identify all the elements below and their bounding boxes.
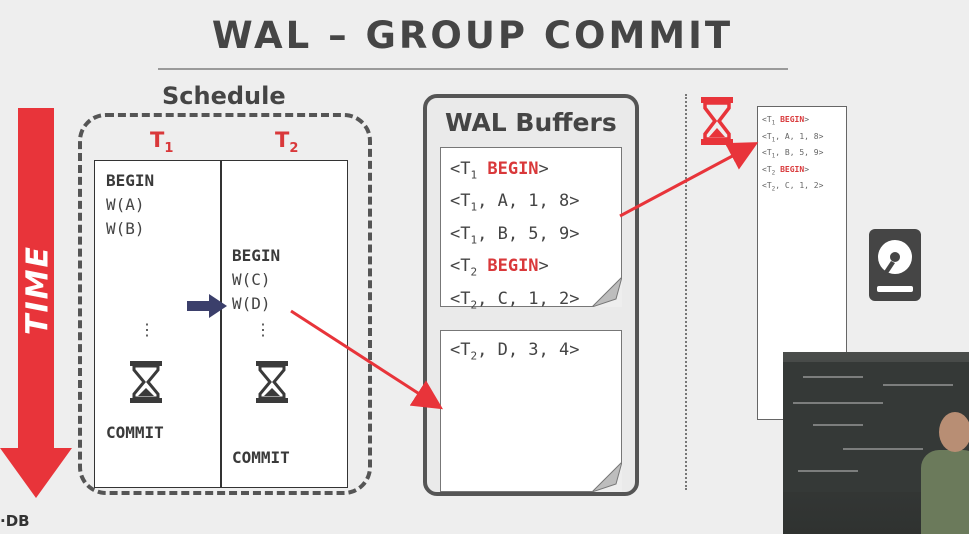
- page-curl-icon: [592, 462, 622, 492]
- footer-logo: ·DB: [0, 512, 30, 530]
- t2-op-begin: BEGIN: [232, 246, 281, 265]
- disk-log-record: <T1, A, 1, 8>: [762, 131, 824, 144]
- t2-op-write-c: W(C): [232, 270, 271, 289]
- slide-title: WAL – GROUP COMMIT: [211, 14, 734, 57]
- disk-log-record: <T1 BEGIN>: [762, 115, 810, 127]
- log-record: <T1 BEGIN>: [450, 159, 549, 182]
- page-curl-icon: [592, 277, 622, 307]
- t2-ellipsis: ⋮: [255, 320, 271, 339]
- schedule-grid: BEGIN W(A) W(B) ⋮ COMMIT BEGIN W(C) W(D)…: [94, 160, 348, 488]
- hourglass-icon: [701, 97, 733, 145]
- t2-op-commit: COMMIT: [232, 448, 290, 467]
- video-overlay[interactable]: [783, 352, 969, 534]
- separator-line: [685, 94, 687, 490]
- txn-header-t1: T1: [150, 128, 174, 157]
- wal-buffer-page-1: <T1 BEGIN> <T1, A, 1, 8> <T1, B, 5, 9> <…: [440, 147, 622, 311]
- disk-log-record: <T2, C, 1, 2>: [762, 181, 824, 193]
- hourglass-icon: [256, 361, 288, 403]
- t1-ellipsis: ⋮: [139, 320, 155, 339]
- title-divider: [158, 68, 788, 70]
- time-label: TIME: [20, 245, 56, 335]
- schedule-label: Schedule: [162, 82, 286, 110]
- disk-log-record: <T2 BEGIN>: [762, 164, 810, 177]
- hard-disk-icon: [869, 229, 921, 301]
- wal-buffers-label: WAL Buffers: [445, 108, 617, 137]
- hourglass-icon: [130, 361, 162, 403]
- t1-op-begin: BEGIN: [106, 171, 155, 190]
- txn-header-t2: T2: [275, 128, 299, 157]
- time-arrow: [0, 108, 72, 498]
- t1-op-commit: COMMIT: [106, 423, 164, 442]
- column-divider: [220, 161, 222, 487]
- pointer-arrow-icon: [187, 294, 227, 318]
- t2-op-write-d: W(D): [232, 294, 271, 313]
- log-record: <T1, B, 5, 9>: [450, 223, 580, 247]
- wal-buffer-page-2: <T2, D, 3, 4>: [440, 330, 622, 492]
- log-record: <T2, C, 1, 2>: [450, 288, 580, 311]
- log-record: <T2, D, 3, 4>: [450, 340, 580, 363]
- t1-op-write-a: W(A): [106, 195, 145, 214]
- schedule-container: [78, 113, 372, 495]
- t1-op-write-b: W(B): [106, 219, 145, 238]
- log-record: <T2 BEGIN>: [450, 256, 549, 279]
- presenter: [921, 450, 969, 534]
- presenter-head: [939, 412, 969, 452]
- disk-log-record: <T1, B, 5, 9>: [762, 148, 824, 160]
- log-record: <T1, A, 1, 8>: [450, 191, 580, 214]
